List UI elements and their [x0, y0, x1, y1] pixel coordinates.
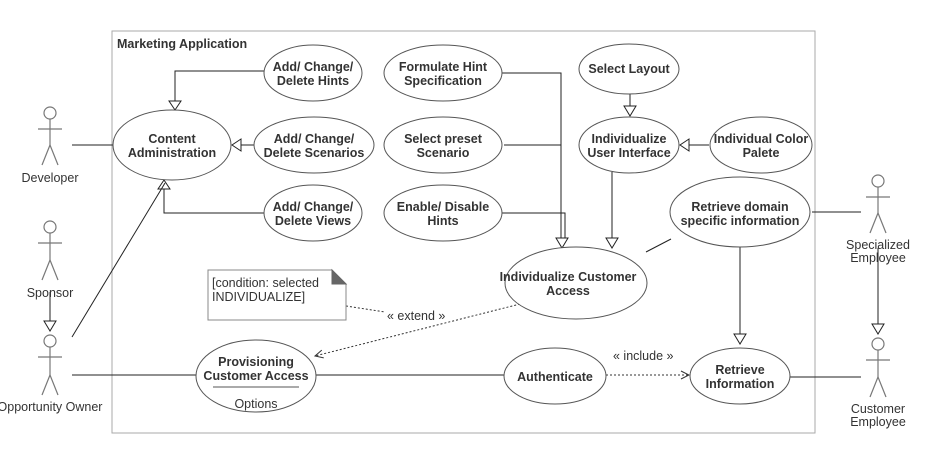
use-case-provisioning-customer-access[interactable]: Provisioning Customer Access Options — [195, 339, 317, 413]
svg-text:Customer Access: Customer Access — [203, 369, 308, 383]
actor-developer[interactable]: Developer — [22, 106, 79, 185]
svg-text:Palete: Palete — [743, 146, 780, 160]
svg-text:Content: Content — [148, 132, 196, 146]
svg-text:Developer: Developer — [22, 171, 79, 185]
use-case-individualize-customer-access[interactable]: Individualize Customer Access — [500, 246, 648, 320]
use-case-add-change-delete-views[interactable]: Add/ Change/ Delete Views — [263, 184, 363, 242]
actor-specialized-employee[interactable]: Specialized Employee — [846, 174, 910, 265]
svg-text:Individual Color: Individual Color — [714, 132, 809, 146]
svg-text:User Interface: User Interface — [587, 146, 670, 160]
use-case-add-change-delete-scenarios[interactable]: Add/ Change/ Delete Scenarios — [253, 116, 375, 174]
use-case-select-preset-scenario[interactable]: Select preset Scenario — [383, 116, 503, 174]
system-title: Marketing Application — [117, 37, 247, 51]
svg-text:Delete Hints: Delete Hints — [277, 74, 349, 88]
use-case-content-administration[interactable]: Content Administration — [112, 109, 232, 181]
extend-label: « extend » — [387, 309, 445, 323]
actor-customer-employee[interactable]: Customer Employee — [850, 337, 906, 429]
connectors — [43, 70, 885, 377]
svg-text:Add/ Change/: Add/ Change/ — [273, 200, 354, 214]
actor-sponsor[interactable]: Sponsor — [27, 220, 74, 300]
use-case-individualize-user-interface[interactable]: Individualize User Interface — [578, 116, 680, 174]
svg-text:Authenticate: Authenticate — [517, 370, 593, 384]
svg-text:Formulate Hint: Formulate Hint — [399, 60, 488, 74]
svg-text:Hints: Hints — [427, 214, 458, 228]
svg-text:Sponsor: Sponsor — [27, 286, 74, 300]
svg-text:Individualize: Individualize — [591, 132, 666, 146]
use-case-select-layout[interactable]: Select Layout — [578, 43, 680, 95]
svg-text:Select Layout: Select Layout — [588, 62, 670, 76]
svg-text:Enable/ Disable: Enable/ Disable — [397, 200, 489, 214]
svg-text:Specialized: Specialized — [846, 238, 910, 252]
svg-text:Options: Options — [234, 397, 277, 411]
condition-note: [condition: selected INDIVIDUALIZE] — [207, 268, 348, 321]
svg-text:INDIVIDUALIZE]: INDIVIDUALIZE] — [212, 290, 305, 304]
svg-text:Customer: Customer — [851, 402, 905, 416]
svg-text:Add/ Change/: Add/ Change/ — [273, 60, 354, 74]
svg-text:[condition: selected: [condition: selected — [212, 276, 319, 290]
svg-text:Retrieve domain: Retrieve domain — [691, 200, 788, 214]
use-case-retrieve-information[interactable]: Retrieve Information — [689, 347, 791, 405]
svg-text:Employee: Employee — [850, 251, 906, 265]
svg-text:Employee: Employee — [850, 415, 906, 429]
svg-text:Opportunity Owner: Opportunity Owner — [0, 400, 102, 414]
use-case-retrieve-domain-specific-information[interactable]: Retrieve domain specific information — [669, 176, 811, 248]
svg-text:Select preset: Select preset — [404, 132, 483, 146]
include-label: « include » — [613, 349, 674, 363]
svg-text:Scenario: Scenario — [417, 146, 470, 160]
svg-text:Delete Views: Delete Views — [275, 214, 351, 228]
use-case-add-change-delete-hints[interactable]: Add/ Change/ Delete Hints — [263, 44, 363, 102]
use-case-individual-color-palete[interactable]: Individual Color Palete — [709, 116, 813, 174]
svg-text:Retrieve: Retrieve — [715, 363, 764, 377]
svg-text:Access: Access — [546, 284, 590, 298]
svg-text:Add/ Change/: Add/ Change/ — [274, 132, 355, 146]
use-case-enable-disable-hints[interactable]: Enable/ Disable Hints — [383, 184, 503, 242]
svg-text:Specification: Specification — [404, 74, 482, 88]
actor-opportunity-owner[interactable]: Opportunity Owner — [0, 334, 102, 414]
svg-text:specific information: specific information — [681, 214, 800, 228]
svg-text:Individualize Customer: Individualize Customer — [500, 270, 637, 284]
use-case-authenticate[interactable]: Authenticate — [503, 347, 607, 405]
svg-text:Information: Information — [706, 377, 775, 391]
svg-text:Administration: Administration — [128, 146, 216, 160]
svg-text:Delete Scenarios: Delete Scenarios — [264, 146, 365, 160]
svg-text:Provisioning: Provisioning — [218, 355, 294, 369]
use-case-formulate-hint-specification[interactable]: Formulate Hint Specification — [383, 44, 503, 102]
